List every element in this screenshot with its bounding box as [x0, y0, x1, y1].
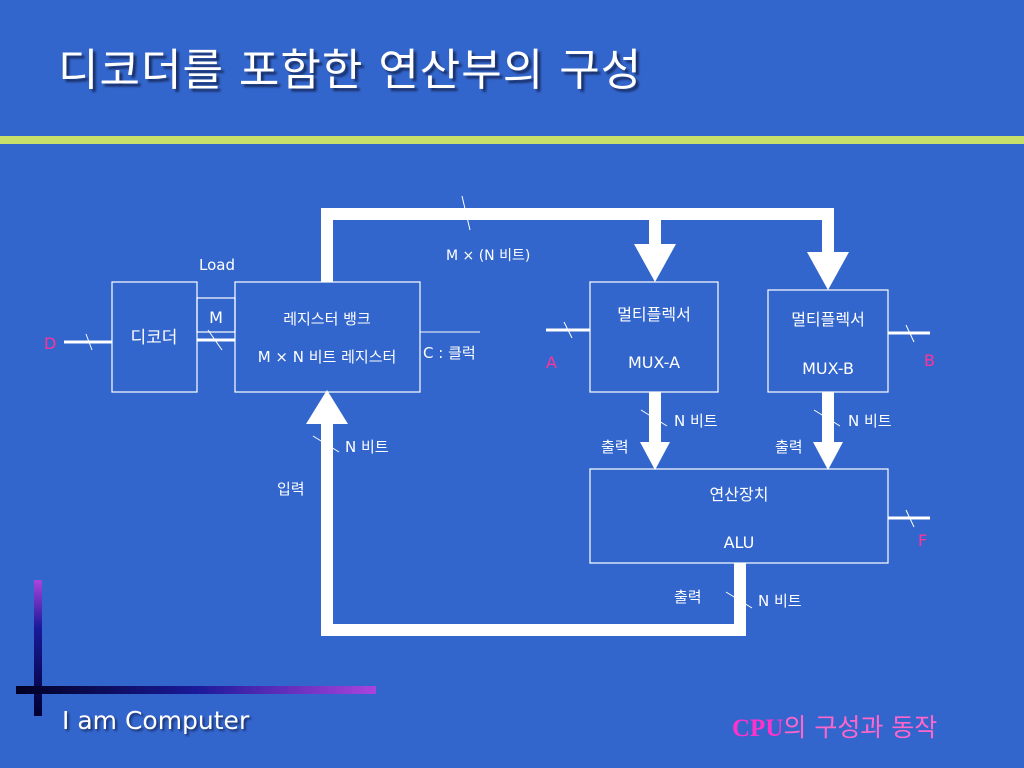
footer-cpu-text: CPU [732, 715, 784, 742]
mux-a-title: 멀티플렉서 [617, 305, 691, 324]
alu-box [589, 468, 889, 564]
arrow-a-into-alu [640, 442, 670, 470]
arrow-into-mux-b [807, 252, 849, 290]
clock-label: C : 클럭 [423, 344, 476, 362]
regbank-subtitle: M × N 비트 레지스터 [258, 348, 397, 366]
footer-subtitle-text: 의 구성과 동작 [783, 713, 938, 742]
alu-title: 연산장치 [710, 485, 769, 504]
blocks [111, 281, 889, 564]
nbit-label-b: N 비트 [848, 412, 892, 430]
footer-right-text: CPU의 구성과 동작 [732, 708, 937, 744]
alu-subtitle: ALU [724, 533, 755, 552]
arrow-heads [306, 244, 849, 470]
input-label: 입력 [277, 480, 305, 498]
mux-b-box [767, 289, 889, 393]
width-slashes [85, 195, 915, 609]
nbit-label-input: N 비트 [345, 438, 389, 456]
footer-left-text: I am Computer [62, 706, 250, 735]
feedback-bus [321, 420, 746, 636]
bus-width-label: M × (N 비트) [446, 248, 530, 264]
decorative-horizontal-bar [16, 686, 376, 694]
decorative-vertical-bar [34, 580, 42, 716]
arrow-into-mux-a [634, 244, 676, 282]
arrow-into-regbank [306, 390, 348, 424]
output-label-alu: 출력 [674, 588, 702, 606]
regbank-title: 레지스터 뱅크 [283, 310, 371, 328]
signal-lines [64, 328, 930, 520]
b-signal-label: B [924, 351, 935, 370]
mux-a-subtitle: MUX-A [628, 353, 680, 372]
output-label-b: 출력 [775, 438, 803, 456]
load-label: Load [199, 256, 235, 274]
title-divider [0, 136, 1024, 144]
mux-b-title: 멀티플렉서 [791, 310, 865, 329]
decoder-box [111, 281, 198, 393]
decoder-label: 디코더 [131, 328, 178, 348]
register-bank-box [234, 281, 421, 393]
top-bus [321, 208, 834, 282]
labels: 디코더 Load M D 레지스터 뱅크 M × N 비트 레지스터 C : 클… [44, 248, 935, 610]
output-label-a: 출력 [601, 438, 629, 456]
a-signal-label: A [546, 353, 557, 372]
bus-paths [321, 208, 834, 636]
m-label: M [209, 308, 223, 327]
nbit-label-a: N 비트 [674, 412, 718, 430]
arrow-b-into-alu [813, 442, 843, 470]
mux-a-box [589, 281, 719, 393]
nbit-label-alu: N 비트 [758, 592, 802, 610]
d-signal-label: D [44, 334, 56, 353]
f-signal-label: F [918, 531, 927, 550]
page-title: 디코더를 포함한 연산부의 구성 [58, 45, 643, 96]
mux-b-subtitle: MUX-B [802, 359, 854, 378]
